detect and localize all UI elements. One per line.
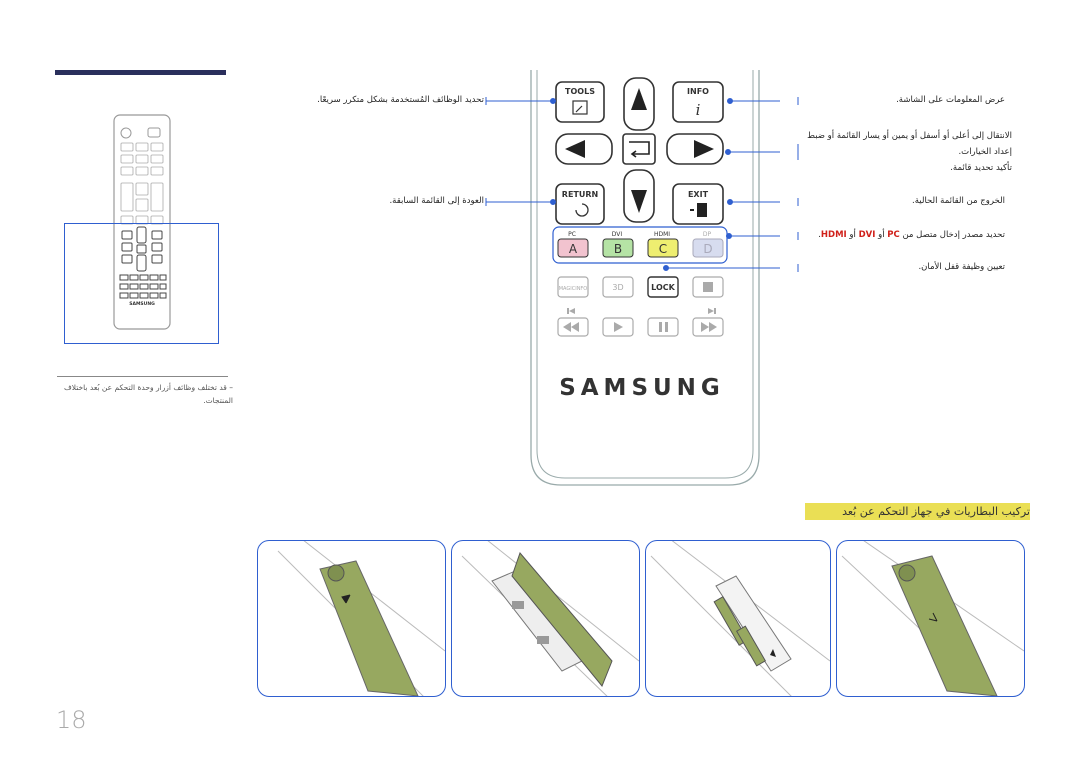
d-button <box>692 238 724 258</box>
tools-button <box>555 81 605 123</box>
callout-exit: الخروج من القائمة الحالية. <box>912 196 1005 206</box>
highlight-frame <box>64 223 219 344</box>
pc-label: PC <box>568 231 576 238</box>
dp-label: DP <box>703 231 712 238</box>
thumb-brand: SAMSUNG <box>129 301 155 307</box>
remote-control: TOOLS INFO i RETURN EXIT PC DVI HDMI DP … <box>530 70 760 486</box>
source-pc: PC <box>887 230 900 240</box>
callout-source: تحديد مصدر إدخال متصل من PC أو DVI أو HD… <box>800 230 1005 240</box>
source-or-2: أو <box>849 230 856 240</box>
c-label: C <box>659 242 667 256</box>
return-icon <box>575 203 589 217</box>
source-or-1: أو <box>878 230 885 240</box>
arrow-down-icon <box>770 649 776 657</box>
3d-label: 3D <box>612 283 623 292</box>
a-label: A <box>569 242 578 256</box>
remote-thumbnail: SAMSUNG <box>113 114 171 330</box>
arrow-down-icon <box>928 612 938 622</box>
info-label: INFO <box>687 87 709 96</box>
section-bar <box>55 70 226 75</box>
callout-info: عرض المعلومات على الشاشة. <box>896 95 1005 105</box>
arrow-up-icon <box>341 594 351 604</box>
nav-line-1: الانتقال إلى أعلى أو أسفل أو يمين أو يسا… <box>807 131 1012 141</box>
lock-label: LOCK <box>651 283 675 292</box>
page-number: 18 <box>56 706 87 734</box>
info-icon: i <box>696 101 701 119</box>
battery-panel-1 <box>257 540 446 697</box>
battery-panel-4 <box>836 540 1025 697</box>
samsung-logo: SAMSUNG <box>559 375 725 401</box>
d-label: D <box>703 242 712 256</box>
callout-leaders <box>485 97 780 271</box>
magicinfo-label: MAGICINFO <box>559 286 588 292</box>
footnote: – قد تختلف وظائف أزرار وحدة التحكم عن بُ… <box>63 383 233 405</box>
lock-button <box>647 276 679 298</box>
exit-label: EXIT <box>688 190 709 199</box>
source-hdmi: HDMI <box>820 230 847 240</box>
exit-icon <box>690 203 707 217</box>
dvi-label: DVI <box>612 231 623 238</box>
source-frame <box>552 226 728 264</box>
source-dvi: DVI <box>858 230 876 240</box>
c-button <box>647 238 679 258</box>
callout-tools: تحديد الوظائف المُستخدمة بشكل متكرر سريع… <box>317 95 484 105</box>
b-button <box>602 238 634 258</box>
b-label: B <box>614 242 622 256</box>
callout-return: العودة إلى القائمة السابقة. <box>389 196 484 206</box>
battery-section-heading: تركيب البطاريات في جهاز التحكم عن بُعد <box>805 503 1030 520</box>
info-button <box>672 81 724 123</box>
tools-label: TOOLS <box>565 87 595 96</box>
source-prefix: تحديد مصدر إدخال متصل من <box>902 230 1005 240</box>
hdmi-label: HDMI <box>654 231 670 238</box>
battery-panel-2 <box>451 540 640 697</box>
nav-line-3: تأكيد تحديد قائمة. <box>950 163 1012 173</box>
footnote-divider <box>57 376 228 377</box>
callout-navigation: الانتقال إلى أعلى أو أسفل أو يمين أو يسا… <box>800 128 1012 176</box>
callout-lock: تعيين وظيفة قفل الأمان. <box>918 262 1005 272</box>
battery-panel-3 <box>645 540 831 697</box>
source-end: . <box>818 230 821 240</box>
return-label: RETURN <box>562 190 598 199</box>
nav-line-2: إعداد الخيارات. <box>958 147 1012 157</box>
a-button <box>557 238 589 258</box>
